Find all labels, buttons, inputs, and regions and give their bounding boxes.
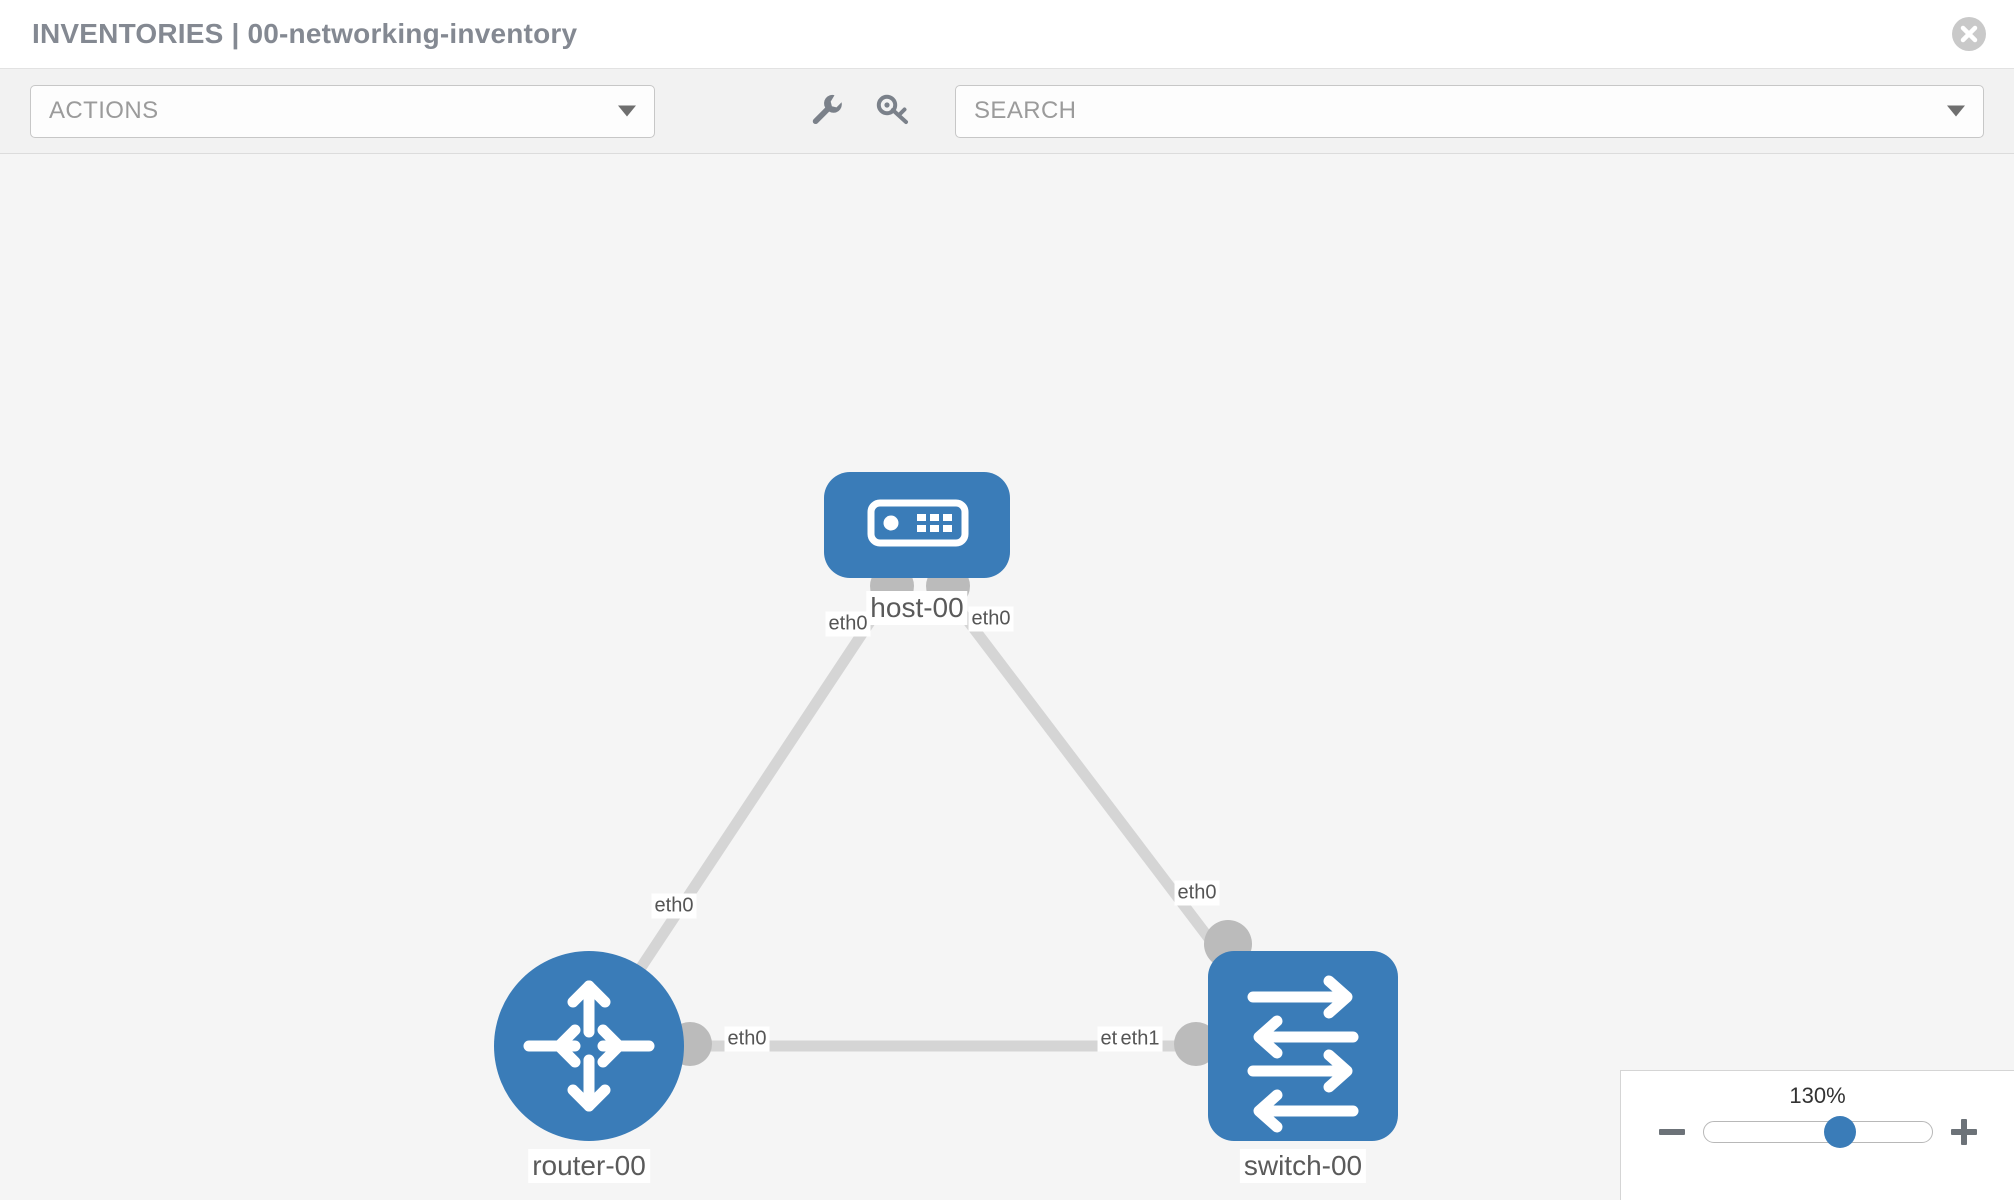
zoom-control-panel: 130% bbox=[1620, 1070, 2014, 1200]
iface-label: eth0 bbox=[968, 606, 1014, 632]
topology-graph bbox=[494, 472, 1398, 1141]
zoom-slider-thumb[interactable] bbox=[1824, 1116, 1857, 1148]
switch-arrows-icon bbox=[1247, 975, 1359, 1133]
zoom-slider-row bbox=[1621, 1116, 2014, 1148]
iface-label: eth1 bbox=[1117, 1026, 1163, 1052]
search-placeholder: SEARCH bbox=[974, 97, 1077, 124]
chevron-down-icon bbox=[618, 105, 636, 117]
toolbar-icon-group bbox=[805, 89, 913, 134]
router-arrows-icon bbox=[523, 980, 655, 1112]
page-header: INVENTORIES | 00-networking-inventory bbox=[0, 0, 2014, 69]
node-label-router: router-00 bbox=[528, 1149, 650, 1183]
wrench-icon[interactable] bbox=[805, 89, 845, 134]
topology-canvas[interactable]: host-00 router-00 switch-00 eth0 eth0 et… bbox=[0, 154, 2014, 1200]
topology-links bbox=[584, 580, 1260, 1052]
zoom-in-button[interactable] bbox=[1950, 1119, 1977, 1145]
page-title: INVENTORIES | 00-networking-inventory bbox=[32, 18, 578, 49]
node-switch-00[interactable] bbox=[1208, 951, 1398, 1141]
search-input[interactable]: SEARCH bbox=[955, 84, 1984, 138]
iface-label: eth0 bbox=[1174, 880, 1220, 906]
port-switch-left[interactable] bbox=[1174, 1022, 1218, 1066]
toolbar: ACTIONS SEARCH bbox=[0, 69, 2014, 154]
topology-ports bbox=[668, 564, 1252, 1066]
zoom-out-button[interactable] bbox=[1658, 1119, 1685, 1145]
zoom-slider[interactable] bbox=[1702, 1116, 1933, 1148]
node-label-host: host-00 bbox=[866, 591, 968, 625]
iface-label: eth0 bbox=[651, 893, 697, 919]
node-router-00[interactable] bbox=[494, 951, 684, 1141]
server-appliance-icon bbox=[867, 499, 969, 547]
chevron-down-icon bbox=[1947, 105, 1965, 117]
close-icon[interactable] bbox=[1952, 17, 1986, 51]
actions-dropdown-label: ACTIONS bbox=[49, 97, 159, 124]
key-icon[interactable] bbox=[873, 89, 913, 134]
link-host-switch[interactable] bbox=[935, 580, 1260, 1003]
iface-label: eth0 bbox=[825, 611, 871, 637]
node-host-00[interactable] bbox=[824, 472, 1010, 578]
node-label-switch: switch-00 bbox=[1239, 1149, 1367, 1183]
iface-label: eth0 bbox=[724, 1026, 770, 1052]
actions-dropdown[interactable]: ACTIONS bbox=[30, 84, 655, 138]
zoom-level-value: 130% bbox=[1789, 1083, 1846, 1108]
